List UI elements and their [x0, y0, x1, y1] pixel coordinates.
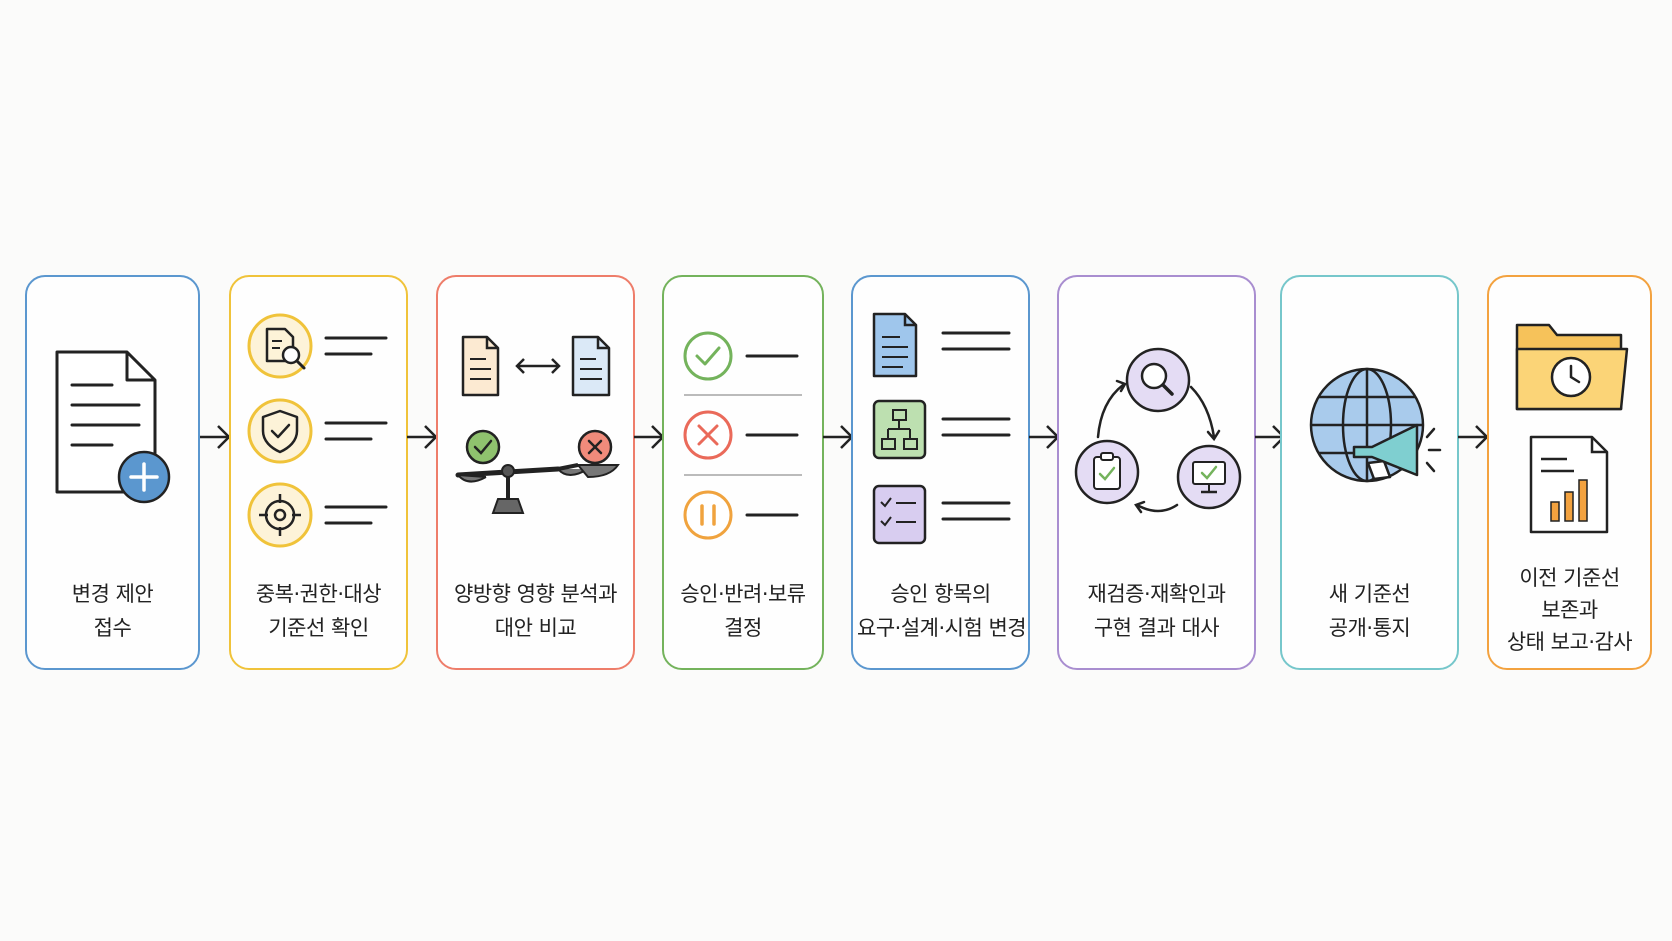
step-5-card: 승인 항목의 요구·설계·시험 변경	[851, 275, 1030, 670]
check-circle-icon	[683, 331, 733, 381]
monitor-check-node-icon	[1176, 444, 1242, 510]
step-1-label: 변경 제안 접수	[71, 582, 154, 640]
magnifier-node-icon	[1125, 347, 1191, 413]
hierarchy-icon	[872, 399, 927, 460]
step-4-label: 승인·반려·보류 결정	[680, 582, 806, 640]
document-blue-icon	[571, 335, 611, 397]
megaphone-icon	[1352, 423, 1442, 481]
step-2-card: 중복·권한·대상 기준선 확인	[229, 275, 408, 670]
flow-arrow	[200, 425, 231, 449]
step-4-card: 승인·반려·보류 결정	[662, 275, 824, 670]
checklist-icon	[872, 484, 927, 545]
step-7-label: 새 기준선 공개·통지	[1328, 582, 1411, 640]
x-circle-icon	[683, 410, 733, 460]
document-icon	[872, 312, 918, 378]
target-icon	[247, 482, 313, 548]
step-3-label: 양방향 영향 분석과 대안 비교	[454, 582, 617, 640]
document-orange-icon	[461, 335, 500, 397]
shield-check-icon	[247, 398, 313, 464]
step-5-label: 승인 항목의 요구·설계·시험 변경	[857, 582, 1027, 640]
flow-arrow	[823, 425, 854, 449]
list-lines	[324, 336, 388, 525]
pause-circle-icon	[683, 490, 733, 540]
list-lines	[941, 331, 1011, 521]
step-3-card: 양방향 영향 분석과 대안 비교	[436, 275, 635, 670]
folder-clock-icon	[1515, 323, 1629, 411]
document-add-icon	[55, 350, 171, 504]
step-7-card: 새 기준선 공개·통지	[1280, 275, 1459, 670]
step-8-card: 이전 기준선 보존과 상태 보고·감사	[1487, 275, 1652, 670]
clipboard-check-node-icon	[1074, 439, 1140, 505]
cycle-arrows	[1096, 379, 1221, 514]
step-2-label: 중복·권한·대상 기준선 확인	[255, 582, 382, 640]
balance-scale-icon	[455, 429, 620, 514]
document-search-icon	[247, 313, 313, 379]
flow-arrow	[407, 425, 438, 449]
step-1-card: 변경 제안 접수	[25, 275, 200, 670]
step-6-card: 재검증·재확인과 구현 결과 대사	[1057, 275, 1256, 670]
flow-arrow	[634, 425, 665, 449]
double-arrow-icon	[515, 358, 561, 374]
step-6-label: 재검증·재확인과 구현 결과 대사	[1087, 582, 1226, 640]
flow-arrow	[1458, 425, 1489, 449]
report-chart-icon	[1529, 435, 1609, 534]
flow-arrow	[1029, 425, 1060, 449]
step-8-label: 이전 기준선 보존과 상태 보고·감사	[1506, 566, 1633, 654]
